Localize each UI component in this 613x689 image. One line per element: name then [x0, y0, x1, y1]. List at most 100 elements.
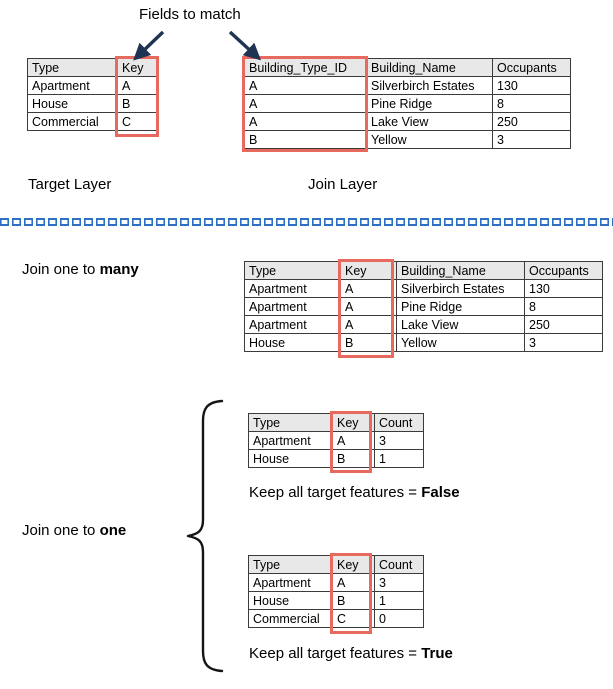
cell-type: House	[248, 591, 333, 610]
cell-type: House	[27, 94, 118, 113]
cell-building-name: Lake View	[396, 315, 525, 334]
cell-key: A	[340, 279, 397, 298]
table-row: A Silverbirch Estates 130	[244, 76, 571, 95]
target-layer-table: Type Key Apartment A House B Commercial …	[27, 58, 158, 131]
cell-type: Apartment	[244, 297, 341, 316]
cell-type: Apartment	[248, 431, 333, 450]
column-header-building-name: Building_Name	[396, 261, 525, 280]
dashed-double-line-divider-icon	[0, 217, 613, 229]
join-layer-table: Building_Type_ID Building_Name Occupants…	[244, 58, 571, 149]
cell-key: A	[332, 431, 375, 450]
cell-building-name: Silverbirch Estates	[366, 76, 493, 95]
cell-building-name: Yellow	[366, 130, 493, 149]
table-row: B Yellow 3	[244, 130, 571, 149]
cell-type: Apartment	[27, 76, 118, 95]
target-layer-caption: Target Layer	[28, 176, 112, 193]
column-header-building-type-id: Building_Type_ID	[244, 58, 367, 77]
column-header-occupants: Occupants	[524, 261, 603, 280]
join-one-to-one-strong: one	[99, 522, 127, 539]
keep-all-false-value: False	[421, 484, 460, 501]
column-header-type: Type	[248, 555, 333, 574]
column-header-key: Key	[117, 58, 158, 77]
column-header-count: Count	[374, 413, 424, 432]
curly-brace-icon	[186, 399, 224, 673]
table-row: A Lake View 250	[244, 112, 571, 131]
column-header-type: Type	[248, 413, 333, 432]
cell-type: Apartment	[244, 279, 341, 298]
cell-occupants: 130	[492, 76, 571, 95]
cell-key: B	[340, 333, 397, 352]
table-row: Apartment A 3	[248, 573, 424, 592]
table-row: Apartment A Lake View 250	[244, 315, 603, 334]
cell-type: Apartment	[248, 573, 333, 592]
column-header-occupants: Occupants	[492, 58, 571, 77]
cell-count: 1	[374, 449, 424, 468]
join-one-to-many-label: Join one to many	[22, 261, 139, 279]
keep-all-false-prefix: Keep all target features =	[249, 484, 422, 501]
table-header-row: Building_Type_ID Building_Name Occupants	[244, 58, 571, 77]
cell-type: Commercial	[27, 112, 118, 131]
cell-count: 0	[374, 609, 424, 628]
cell-building-type-id: B	[244, 130, 367, 149]
cell-occupants: 130	[524, 279, 603, 298]
cell-key: C	[332, 609, 375, 628]
table-row: House B Yellow 3	[244, 333, 603, 352]
column-header-count: Count	[374, 555, 424, 574]
column-header-type: Type	[27, 58, 118, 77]
table-row: A Pine Ridge 8	[244, 94, 571, 113]
one-to-one-false-table: Type Key Count Apartment A 3 House B 1	[248, 413, 424, 468]
table-row: Commercial C	[27, 112, 158, 131]
cell-building-name: Pine Ridge	[396, 297, 525, 316]
table-row: House B 1	[248, 591, 424, 610]
cell-building-name: Yellow	[396, 333, 525, 352]
cell-occupants: 3	[492, 130, 571, 149]
cell-count: 3	[374, 573, 424, 592]
cell-type: House	[244, 333, 341, 352]
cell-building-type-id: A	[244, 94, 367, 113]
cell-key: A	[340, 297, 397, 316]
column-header-key: Key	[340, 261, 397, 280]
table-row: House B 1	[248, 449, 424, 468]
keep-all-true-value: True	[421, 645, 453, 662]
keep-all-false-caption: Keep all target features = False	[249, 484, 460, 502]
table-row: Apartment A	[27, 76, 158, 95]
cell-key: B	[117, 94, 158, 113]
table-row: Apartment A 3	[248, 431, 424, 450]
join-one-to-one-prefix: Join one to	[22, 522, 100, 539]
cell-count: 1	[374, 591, 424, 610]
cell-building-type-id: A	[244, 76, 367, 95]
arrow-down-right-icon	[228, 30, 262, 61]
cell-key: B	[332, 449, 375, 468]
table-row: Commercial C 0	[248, 609, 424, 628]
table-header-row: Type Key	[27, 58, 158, 77]
keep-all-true-prefix: Keep all target features =	[249, 645, 422, 662]
arrow-down-left-icon	[133, 30, 165, 61]
column-header-key: Key	[332, 555, 375, 574]
column-header-key: Key	[332, 413, 375, 432]
cell-occupants: 250	[492, 112, 571, 131]
column-header-type: Type	[244, 261, 341, 280]
table-header-row: Type Key Building_Name Occupants	[244, 261, 603, 280]
cell-key: A	[332, 573, 375, 592]
cell-key: B	[332, 591, 375, 610]
cell-occupants: 8	[492, 94, 571, 113]
cell-occupants: 250	[524, 315, 603, 334]
cell-type: Commercial	[248, 609, 333, 628]
cell-building-name: Silverbirch Estates	[396, 279, 525, 298]
cell-key: A	[117, 76, 158, 95]
join-one-to-many-strong: many	[99, 261, 139, 278]
column-header-building-name: Building_Name	[366, 58, 493, 77]
table-header-row: Type Key Count	[248, 555, 424, 574]
table-row: House B	[27, 94, 158, 113]
cell-building-name: Pine Ridge	[366, 94, 493, 113]
cell-building-type-id: A	[244, 112, 367, 131]
one-to-one-true-table: Type Key Count Apartment A 3 House B 1 C…	[248, 555, 424, 628]
join-layer-caption: Join Layer	[308, 176, 378, 193]
table-row: Apartment A Pine Ridge 8	[244, 297, 603, 316]
table-row: Apartment A Silverbirch Estates 130	[244, 279, 603, 298]
cell-building-name: Lake View	[366, 112, 493, 131]
join-one-to-one-label: Join one to one	[22, 522, 126, 540]
cell-type: Apartment	[244, 315, 341, 334]
table-header-row: Type Key Count	[248, 413, 424, 432]
